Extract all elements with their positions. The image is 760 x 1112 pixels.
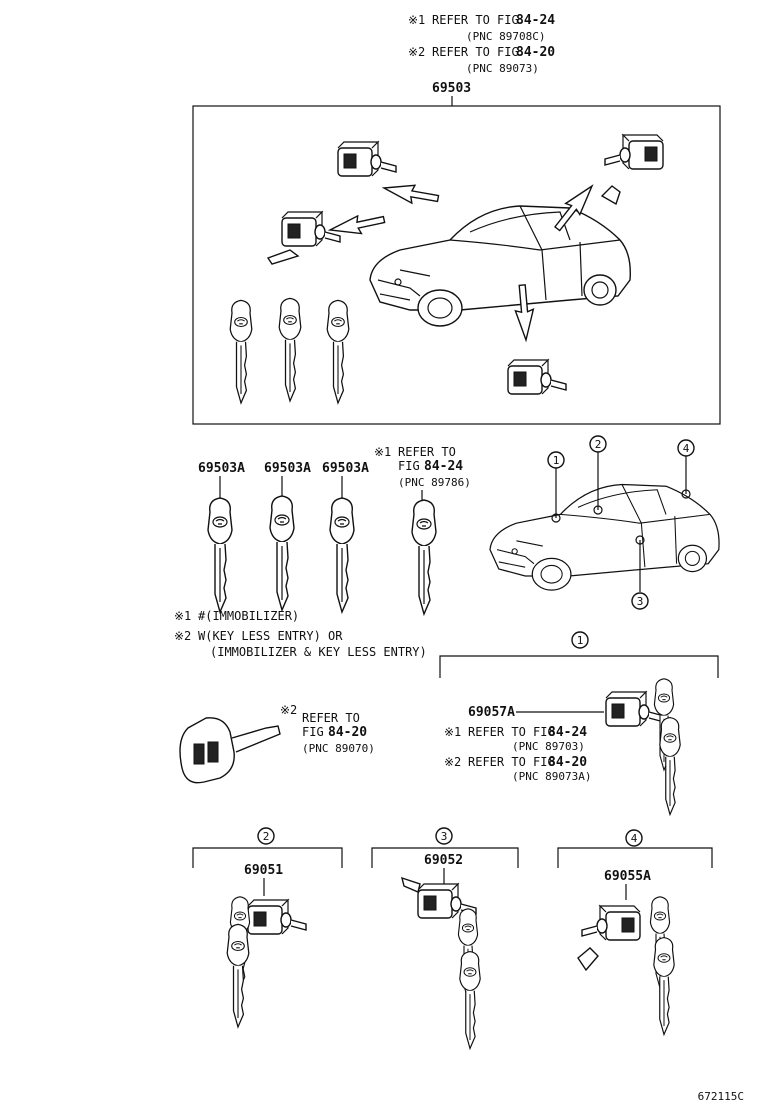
group-3-num: 3	[435, 827, 453, 845]
svg-text:2: 2	[595, 438, 602, 451]
svg-text:84-24: 84-24	[516, 13, 555, 28]
svg-text:FIG: FIG	[302, 725, 324, 739]
top-ref-2: ※2 REFER TO FIG 84-20 (PNC 89073)	[408, 45, 555, 75]
group-1-num: 1	[571, 631, 589, 649]
svg-text:2: 2	[263, 830, 270, 843]
assembly-cylinder-tl	[337, 141, 397, 177]
svg-text:1: 1	[577, 634, 584, 647]
group-4-lever	[577, 947, 599, 972]
key-part-1: 69503A	[198, 461, 245, 476]
svg-text:REFER TO FIG: REFER TO FIG	[468, 725, 555, 739]
key-part-3: 69503A	[322, 461, 369, 476]
group-4-bracket	[557, 847, 713, 868]
svg-text:REFER TO FIG: REFER TO FIG	[432, 13, 519, 27]
svg-text:4: 4	[631, 832, 638, 845]
note-1: ※1 #(IMMOBILIZER)	[174, 609, 299, 623]
group-3-part: 69052	[424, 853, 463, 868]
svg-text:※2: ※2	[280, 703, 297, 717]
svg-text:(PNC 89703): (PNC 89703)	[512, 740, 585, 753]
group-3-bracket	[371, 847, 519, 868]
assembly-box	[192, 105, 721, 425]
svg-text:(PNC 89070): (PNC 89070)	[302, 742, 375, 755]
group-2-bracket	[192, 847, 343, 868]
remote-key	[179, 717, 281, 784]
group-1-part: 69057A	[468, 705, 515, 720]
group-4-cylinder	[581, 905, 641, 941]
svg-text:W(KEY LESS ENTRY) OR: W(KEY LESS ENTRY) OR	[198, 629, 343, 643]
assembly-part-number: 69503	[432, 81, 471, 96]
assembly-cylinder-bottom	[507, 359, 567, 395]
svg-text:84-20: 84-20	[516, 45, 555, 60]
group-4-num: 4	[625, 829, 643, 847]
group-4-part: 69055A	[604, 869, 651, 884]
svg-text:(PNC 89708C): (PNC 89708C)	[466, 30, 545, 43]
callout-1: 1	[547, 451, 565, 469]
svg-text:REFER TO: REFER TO	[398, 445, 456, 459]
group-2-cylinder	[247, 899, 307, 935]
note-2: ※2 W(KEY LESS ENTRY) OR (IMMOBILIZER & K…	[174, 629, 427, 659]
top-ref-1: ※1 REFER TO FIG 84-24 (PNC 89708C)	[408, 13, 555, 43]
callout-point-4	[681, 489, 691, 499]
callout-4: 4	[677, 439, 695, 457]
key-row-ref: ※1 REFER TO FIG 84-24 (PNC 89786)	[374, 445, 471, 489]
svg-text:4: 4	[683, 442, 690, 455]
key-3	[329, 497, 355, 613]
remote-key-ref: ※2 REFER TO FIG 84-20 (PNC 89070)	[280, 703, 375, 755]
group-3-tab	[401, 876, 421, 893]
callout-point-3	[635, 535, 645, 545]
svg-text:(PNC 89073): (PNC 89073)	[466, 62, 539, 75]
callout-point-1	[551, 513, 561, 523]
svg-text:84-20: 84-20	[328, 725, 367, 740]
group-1-ref-2: ※2 REFER TO FIG 84-20 (PNC 89073A)	[444, 755, 591, 783]
svg-text:FIG: FIG	[398, 459, 420, 473]
svg-text:84-20: 84-20	[548, 755, 587, 770]
callout-3: 3	[631, 592, 649, 610]
svg-text:※1: ※1	[374, 445, 391, 459]
assembly-arrow-1	[381, 179, 441, 209]
assembly-lever-tr	[600, 185, 621, 206]
group-2-key-b	[226, 923, 250, 1028]
location-car	[489, 483, 720, 591]
assembly-cylinder-tr	[604, 134, 664, 170]
svg-text:※1: ※1	[408, 13, 425, 27]
svg-text:※2: ※2	[408, 45, 425, 59]
assembly-key-3	[326, 299, 350, 404]
key-2	[269, 495, 295, 611]
svg-text:1: 1	[553, 454, 560, 467]
svg-text:(PNC 89073A): (PNC 89073A)	[512, 770, 591, 783]
svg-text:※2: ※2	[174, 629, 191, 643]
svg-text:3: 3	[637, 595, 644, 608]
svg-text:(PNC 89786): (PNC 89786)	[398, 476, 471, 489]
key-4	[411, 499, 437, 615]
svg-text:3: 3	[441, 830, 448, 843]
assembly-tab-left	[266, 249, 300, 265]
key-1	[207, 497, 233, 613]
svg-text:REFER TO FIG: REFER TO FIG	[468, 755, 555, 769]
group-2-num: 2	[257, 827, 275, 845]
svg-text:(IMMOBILIZER & KEY LESS ENTRY): (IMMOBILIZER & KEY LESS ENTRY)	[210, 645, 427, 659]
svg-text:※1: ※1	[444, 725, 461, 739]
svg-text:※1: ※1	[174, 609, 191, 623]
assembly-key-1	[229, 299, 253, 404]
group-4-key-b	[653, 937, 675, 1036]
callout-2: 2	[589, 435, 607, 453]
group-1-ref-1: ※1 REFER TO FIG 84-24 (PNC 89703)	[444, 725, 587, 753]
callout-point-2	[593, 505, 603, 515]
svg-text:REFER TO: REFER TO	[302, 711, 360, 725]
group-1-bracket	[439, 655, 719, 678]
group-3-key-b	[459, 951, 481, 1050]
svg-text:#(IMMOBILIZER): #(IMMOBILIZER)	[198, 609, 299, 623]
svg-text:REFER TO FIG: REFER TO FIG	[432, 45, 519, 59]
figure-code: 672115C	[698, 1090, 744, 1103]
assembly-key-2	[278, 297, 302, 402]
svg-text:84-24: 84-24	[424, 459, 463, 474]
assembly-car	[369, 205, 631, 327]
key-part-2: 69503A	[264, 461, 311, 476]
group-2-part: 69051	[244, 863, 283, 878]
svg-text:※2: ※2	[444, 755, 461, 769]
svg-text:84-24: 84-24	[548, 725, 587, 740]
